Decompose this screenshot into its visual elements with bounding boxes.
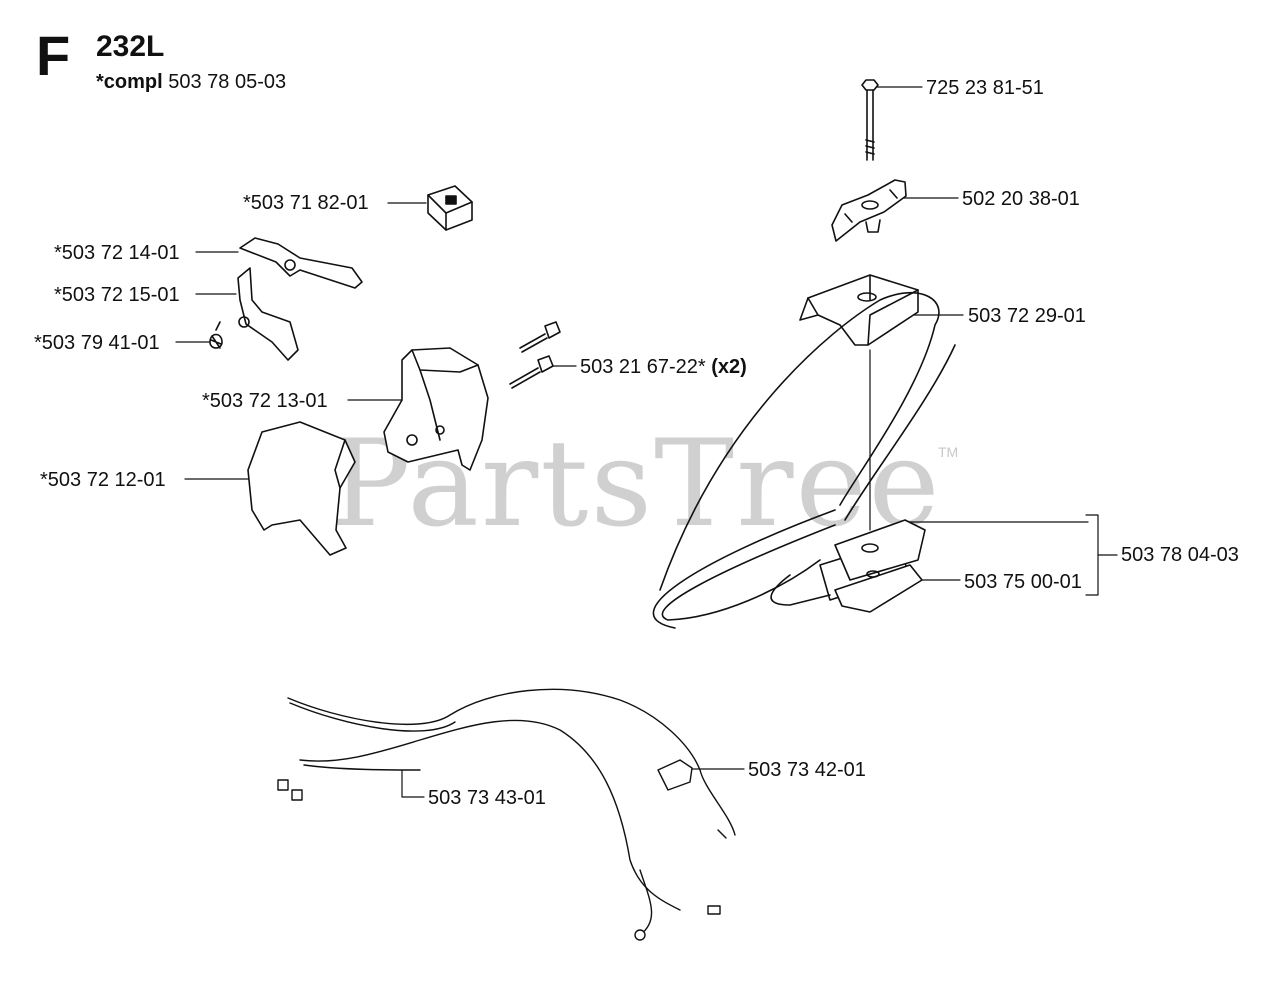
label-503-72-29-01[interactable]: 503 72 29-01 <box>968 305 1086 327</box>
label-503-73-42-01[interactable]: 503 73 42-01 <box>748 759 866 781</box>
complete-assembly-line: *compl 503 78 05-03 <box>96 72 286 92</box>
trigger-part <box>237 267 299 361</box>
label-503-78-04-03[interactable]: 503 78 04-03 <box>1121 544 1239 566</box>
handle-housing-part <box>383 347 489 471</box>
part-number: 503 21 67-22* <box>580 356 706 378</box>
wing-knob-part <box>831 179 907 242</box>
throttle-lever-part <box>239 237 363 289</box>
leader-lines <box>175 86 1118 798</box>
screws-part <box>509 321 561 389</box>
clamp-part <box>799 274 919 346</box>
quantity: (x2) <box>711 356 747 378</box>
label-503-71-82-01[interactable]: *503 71 82-01 <box>243 192 369 214</box>
wiring-harness-part <box>277 688 736 941</box>
compl-number: 503 78 05-03 <box>168 71 287 93</box>
grip-cover-part <box>247 421 356 556</box>
watermark-trademark: TM <box>938 444 959 460</box>
spring-part <box>209 321 223 349</box>
label-503-72-14-01[interactable]: *503 72 14-01 <box>54 242 180 264</box>
label-502-20-38-01[interactable]: 502 20 38-01 <box>962 188 1080 210</box>
label-503-72-12-01[interactable]: *503 72 12-01 <box>40 469 166 491</box>
handle-loop-part <box>652 291 956 629</box>
label-503-72-15-01[interactable]: *503 72 15-01 <box>54 284 180 306</box>
label-725-23-81-51[interactable]: 725 23 81-51 <box>926 77 1044 99</box>
bracket-part <box>834 564 923 613</box>
switch-part <box>427 185 473 231</box>
section-letter: F <box>36 24 71 87</box>
label-503-79-41-01[interactable]: *503 79 41-01 <box>34 332 160 354</box>
label-503-73-43-01[interactable]: 503 73 43-01 <box>428 787 546 809</box>
label-503-72-13-01[interactable]: *503 72 13-01 <box>202 390 328 412</box>
bolt-part <box>861 79 879 161</box>
compl-prefix: *compl <box>96 71 163 93</box>
label-503-21-67-22[interactable]: 503 21 67-22* (x2) <box>580 357 747 377</box>
label-503-75-00-01[interactable]: 503 75 00-01 <box>964 571 1082 593</box>
model-title: 232L <box>96 30 165 63</box>
